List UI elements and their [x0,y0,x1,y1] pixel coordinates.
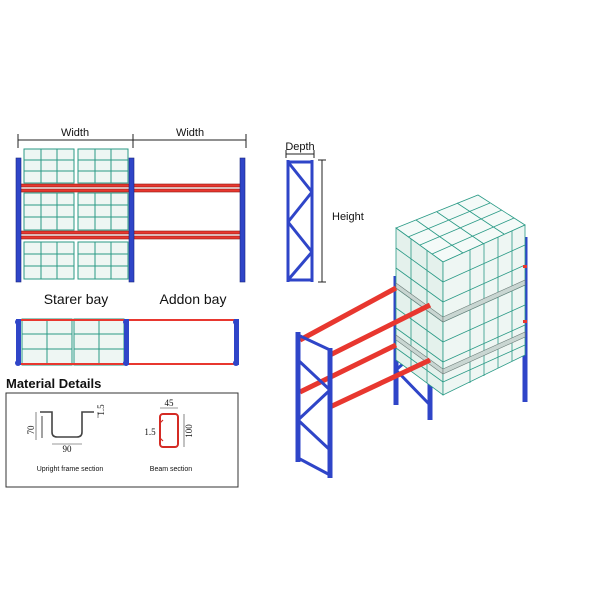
iso-beams [298,285,432,410]
width-dimension [17,134,247,148]
pallet-loads-front [23,148,129,280]
beam-section-drawing [159,407,185,448]
iso-pallet-stack [395,194,526,396]
pallet-load [77,148,129,184]
width-label-starter: Width [61,127,89,139]
beam-dim-thickness: 1.5 [144,427,156,437]
iso-front-frame [295,332,333,478]
pallet-load [23,192,75,231]
beam-dim-width: 45 [165,398,175,408]
depth-dimension [285,150,315,158]
front-uprights [15,157,246,283]
iso-front-bracing [296,333,332,477]
side-frame [286,160,314,282]
height-label: Height [332,211,364,223]
side-view: Depth Height [285,141,364,283]
upright-section-drawing [35,411,99,445]
front-view: Width Width [15,127,247,307]
depth-label: Depth [285,141,314,153]
beam-dim-height: 100 [184,424,194,438]
height-dimension [318,159,326,283]
plan-view [15,318,239,366]
material-details-title: Material Details [6,376,101,391]
pallet-load [77,192,129,231]
beam-caption: Beam section [150,466,193,473]
pallet-load [23,241,75,280]
plan-upright-feet [15,319,239,366]
pallet-load [23,148,75,184]
starter-bay-label: Starer bay [44,291,109,307]
addon-bay-label: Addon bay [160,291,227,307]
isometric-view [295,194,528,478]
upright-dim-thickness: 1.5 [96,404,106,416]
upright-dim-width: 90 [63,444,73,454]
pallet-loads-plan [21,318,125,366]
material-details: Material Details 70 90 1.5 Upright frame… [5,376,239,488]
pallet-load [77,241,129,280]
upright-dim-height: 70 [26,425,36,435]
material-details-box [5,392,239,488]
upright-caption: Upright frame section [37,466,104,473]
plan-uprights [16,319,239,365]
width-label-addon: Width [176,127,204,139]
